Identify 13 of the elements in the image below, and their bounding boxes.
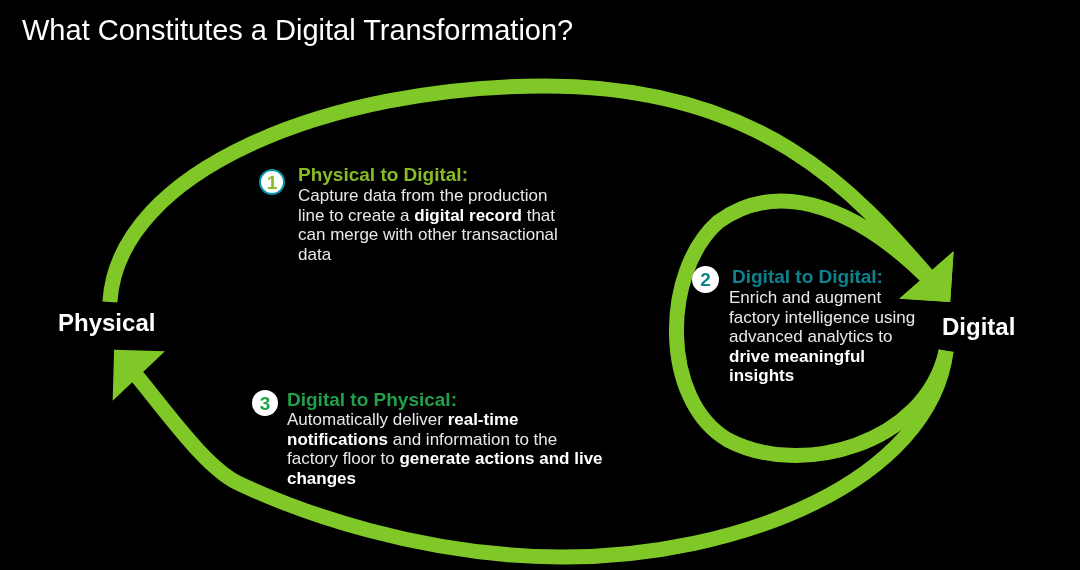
step-description: Enrich and augment factory intelligence using advanced analytics to drive meaningful insights — [729, 288, 917, 386]
step-heading: Physical to Digital: — [298, 164, 468, 186]
step-description: Automatically deliver real-time notifications and information to the factory floor to generate actions and live changes — [287, 410, 604, 488]
state-label: Digital — [938, 307, 1020, 348]
step-heading: Digital to Digital: — [732, 266, 883, 288]
diagram-title: What Constitutes a Digital Transformation? — [22, 13, 574, 48]
cycle-arrow — [669, 193, 956, 463]
step-number: 3 — [252, 390, 278, 416]
step-number: 2 — [692, 266, 719, 293]
step-heading: Digital to Physical: — [287, 389, 457, 411]
step-description: Capture data from the production line to create a digital record that can merge with other transactional data — [298, 186, 559, 264]
state-label: Physical — [54, 303, 160, 344]
step-number: 1 — [259, 169, 285, 195]
